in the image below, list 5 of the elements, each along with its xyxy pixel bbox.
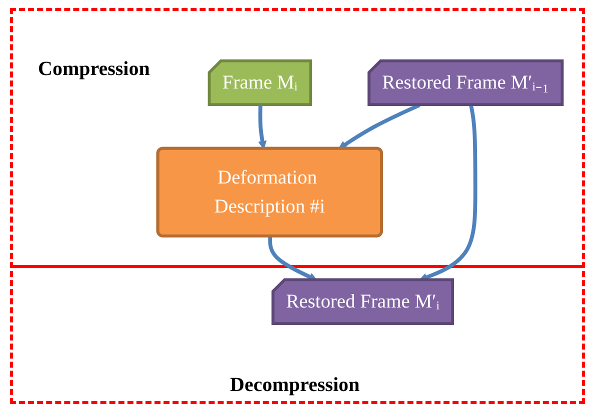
- section-label: Compression: [38, 58, 150, 81]
- arrow: [338, 103, 420, 150]
- arrow: [258, 104, 267, 150]
- arrow: [268, 236, 318, 281]
- section-label: Decompression: [230, 374, 360, 397]
